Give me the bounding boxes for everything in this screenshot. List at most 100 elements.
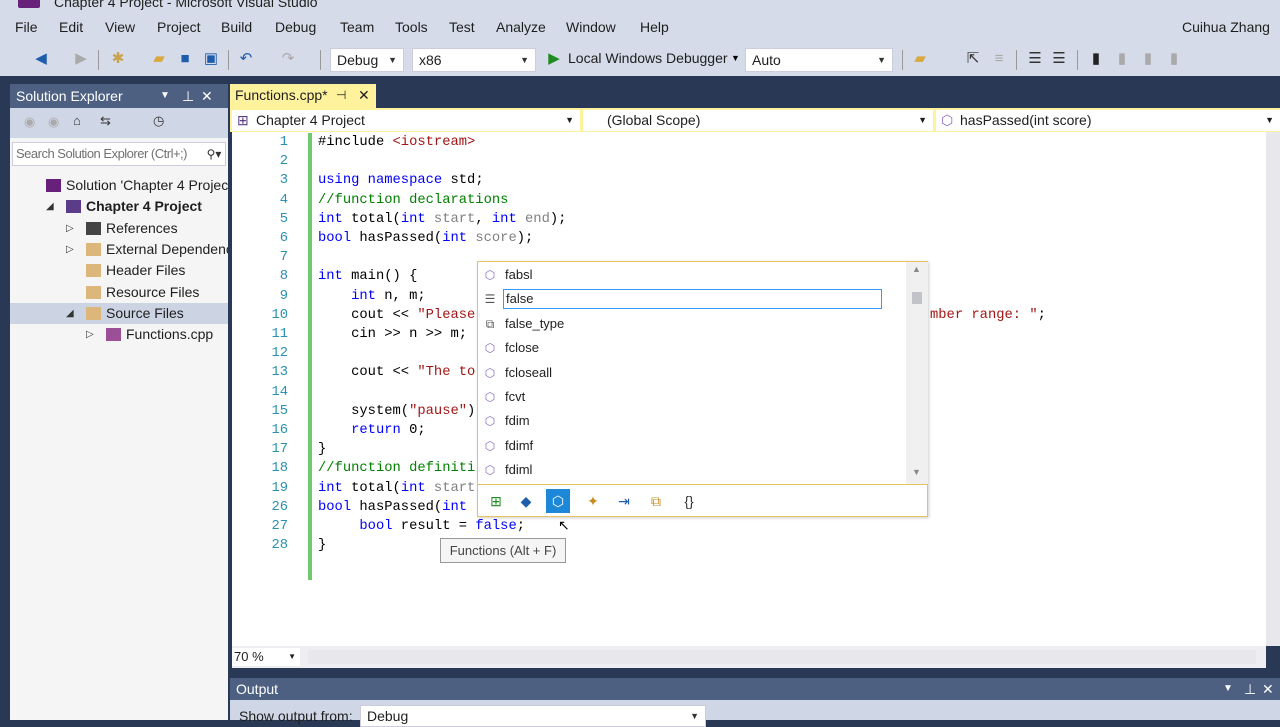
home-icon[interactable]: ⌂ bbox=[73, 113, 81, 128]
menu-project[interactable]: Project bbox=[157, 19, 201, 35]
menu-debug[interactable]: Debug bbox=[275, 19, 317, 35]
scroll-down-icon[interactable]: ▼ bbox=[912, 467, 921, 477]
indent-icon[interactable]: ☰ bbox=[1028, 50, 1042, 67]
forward-icon[interactable]: ◉ bbox=[48, 114, 60, 129]
editor-vertical-scrollbar[interactable] bbox=[1266, 132, 1280, 646]
step-into-icon[interactable]: ⇱ bbox=[966, 50, 980, 67]
chevron-down-icon[interactable]: ▼ bbox=[731, 53, 740, 63]
menu-window[interactable]: Window bbox=[566, 19, 616, 35]
undo-icon[interactable]: ↶ bbox=[239, 50, 253, 67]
solution-config-select[interactable]: Auto▼ bbox=[745, 48, 893, 72]
tree-item[interactable]: ▷External Dependencies bbox=[10, 239, 228, 260]
pin-icon[interactable]: ⊥ bbox=[182, 88, 195, 104]
expand-arrow-icon[interactable]: ▷ bbox=[66, 222, 74, 234]
search-solution-explorer-input[interactable]: Search Solution Explorer (Ctrl+;) ⚲▾ bbox=[12, 142, 226, 166]
zoom-level-select[interactable]: 70 %▼ bbox=[232, 648, 300, 666]
bookmark-icon[interactable]: ▮ bbox=[1091, 50, 1101, 67]
line-number: 4 bbox=[279, 192, 288, 208]
save-icon[interactable]: ■ bbox=[180, 50, 190, 67]
scroll-thumb[interactable] bbox=[912, 292, 922, 304]
open-file-icon[interactable]: ▰ bbox=[153, 50, 165, 67]
outdent-icon[interactable]: ☰ bbox=[1052, 50, 1066, 67]
window-title: Chapter 4 Project - Microsoft Visual Stu… bbox=[54, 0, 318, 10]
code-token: return bbox=[351, 423, 401, 438]
output-source-select[interactable]: Debug▼ bbox=[360, 705, 706, 727]
new-project-icon[interactable]: ✱ bbox=[111, 50, 125, 67]
user-account[interactable]: Cuihua Zhang bbox=[1182, 19, 1270, 35]
save-all-icon[interactable]: ▣ bbox=[203, 50, 219, 67]
namespaces-filter-icon[interactable]: {} bbox=[684, 493, 694, 509]
expand-arrow-icon[interactable]: ▷ bbox=[86, 329, 94, 341]
platform-select[interactable]: x86▼ bbox=[412, 48, 536, 72]
collapse-arrow-icon[interactable]: ◢ bbox=[46, 201, 54, 213]
back-icon[interactable]: ◉ bbox=[24, 114, 36, 129]
completion-item[interactable]: ⬡fdim bbox=[478, 409, 908, 433]
functions-filter-icon[interactable]: ⬡ bbox=[546, 489, 570, 513]
scope-dropdown[interactable]: (Global Scope)▼ bbox=[583, 110, 933, 131]
completion-scrollbar[interactable]: ▲ ▼ bbox=[906, 262, 928, 484]
tree-item[interactable]: Solution 'Chapter 4 Project' (1 project) bbox=[10, 175, 228, 196]
tree-item[interactable]: ▷Functions.cpp bbox=[10, 324, 228, 345]
classes-filter-icon[interactable]: ✦ bbox=[587, 493, 599, 509]
tree-item[interactable]: ◢Chapter 4 Project bbox=[10, 196, 228, 217]
tab-functions-cpp[interactable]: Functions.cpp* ⊣ ✕ bbox=[230, 84, 376, 108]
code-line: cout << "Please bbox=[318, 306, 475, 325]
previous-bookmark-icon[interactable]: ▮ bbox=[1117, 50, 1127, 67]
menu-test[interactable]: Test bbox=[449, 19, 475, 35]
completion-item[interactable]: ⧉false_type bbox=[478, 312, 908, 336]
typedefs-filter-icon[interactable]: ⧉ bbox=[651, 493, 661, 509]
navigate-forward-icon[interactable]: ▶ bbox=[75, 50, 87, 67]
chevron-down-icon[interactable]: ▼ bbox=[160, 90, 170, 101]
code-token: main() { bbox=[342, 269, 418, 285]
close-icon[interactable]: ✕ bbox=[201, 88, 213, 104]
menu-view[interactable]: View bbox=[105, 19, 136, 35]
completion-item[interactable]: ⬡fabsl bbox=[478, 263, 908, 287]
sync-icon[interactable]: ⇆ bbox=[100, 113, 111, 128]
pin-icon[interactable]: ⊥ bbox=[1244, 681, 1257, 697]
next-bookmark-icon[interactable]: ▮ bbox=[1143, 50, 1153, 67]
tree-item[interactable]: Header Files bbox=[10, 260, 228, 281]
tree-item[interactable]: ◢Source Files bbox=[10, 302, 228, 324]
menu-analyze[interactable]: Analyze bbox=[496, 19, 546, 35]
navigate-back-icon[interactable]: ◀ bbox=[35, 50, 47, 67]
play-icon[interactable]: ▶ bbox=[548, 50, 560, 67]
tree-item[interactable]: Resource Files bbox=[10, 282, 228, 303]
menu-edit[interactable]: Edit bbox=[59, 19, 84, 35]
completion-item[interactable]: ⬡fcvt bbox=[478, 385, 908, 409]
close-icon[interactable]: ✕ bbox=[1262, 681, 1274, 697]
completion-item[interactable]: ⬡fdimf bbox=[478, 434, 908, 458]
chevron-down-icon[interactable]: ▼ bbox=[1223, 683, 1233, 694]
code-token: hasPassed( bbox=[351, 499, 443, 515]
code-token: n, m; bbox=[375, 288, 426, 304]
completion-item[interactable]: ⬡fcloseall bbox=[478, 361, 908, 385]
pin-icon[interactable]: ⊣ bbox=[336, 88, 347, 102]
completion-item[interactable]: ⬡fclose bbox=[478, 336, 908, 360]
tree-item[interactable]: ▷References bbox=[10, 218, 228, 239]
project-dropdown[interactable]: ⊞Chapter 4 Project▼ bbox=[232, 110, 580, 131]
close-icon[interactable]: ✕ bbox=[358, 87, 370, 103]
search-icon[interactable]: ⚲▾ bbox=[204, 143, 224, 165]
macros-filter-icon[interactable]: ⊞ bbox=[490, 493, 502, 509]
redo-icon[interactable]: ↷ bbox=[281, 50, 295, 67]
expand-arrow-icon[interactable]: ▷ bbox=[66, 243, 74, 255]
completion-item[interactable]: ⬡fdiml bbox=[478, 458, 908, 482]
menu-team[interactable]: Team bbox=[340, 19, 375, 35]
editor-horizontal-scrollbar[interactable] bbox=[308, 650, 1256, 664]
pending-changes-icon[interactable]: ◷ bbox=[153, 113, 165, 128]
comment-icon[interactable]: ≡ bbox=[994, 50, 1004, 67]
clear-bookmarks-icon[interactable]: ▮ bbox=[1169, 50, 1179, 67]
completion-item[interactable]: ☰false bbox=[478, 287, 908, 311]
member-dropdown[interactable]: ⬡hasPassed(int score)▼ bbox=[936, 110, 1280, 131]
menu-build[interactable]: Build bbox=[221, 19, 253, 35]
scroll-up-icon[interactable]: ▲ bbox=[912, 264, 921, 274]
configuration-select[interactable]: Debug▼ bbox=[330, 48, 404, 72]
variables-filter-icon[interactable]: ◆ bbox=[520, 493, 532, 509]
find-in-files-icon[interactable]: ▰ bbox=[914, 50, 926, 67]
members-filter-icon[interactable]: ⇥ bbox=[618, 493, 630, 509]
folder-icon bbox=[86, 264, 101, 278]
start-debugging-button[interactable]: Local Windows Debugger bbox=[568, 50, 728, 66]
menu-file[interactable]: File bbox=[15, 19, 38, 35]
collapse-arrow-icon[interactable]: ◢ bbox=[66, 307, 74, 319]
menu-help[interactable]: Help bbox=[640, 19, 669, 35]
menu-tools[interactable]: Tools bbox=[395, 19, 428, 35]
